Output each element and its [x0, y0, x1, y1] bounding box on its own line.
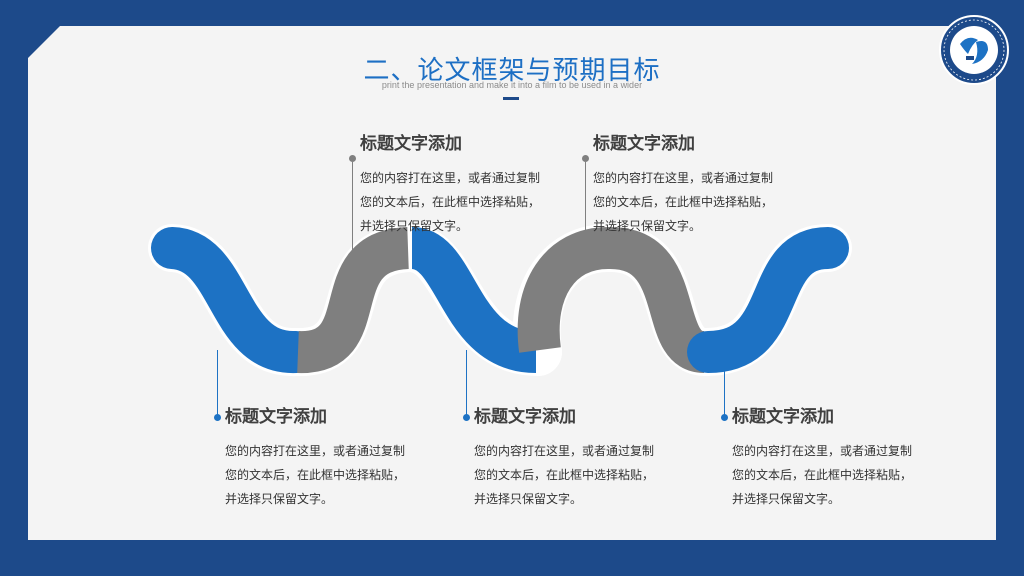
- wave-segment-blue: [409, 227, 538, 373]
- connector-line: [217, 350, 218, 416]
- wave-segment-gray: [297, 227, 411, 373]
- connector-line: [466, 350, 467, 416]
- slide-card: [28, 26, 996, 540]
- university-emblem-icon: [939, 15, 1009, 85]
- item-text: 您的内容打在这里，或者通过复制 您的文本后，在此框中选择粘贴， 并选择只保留文字…: [360, 171, 541, 233]
- connector-dot: [214, 414, 221, 421]
- wave-segment-gray: [517, 227, 707, 373]
- item-bottom-2: 标题文字添加 您的内容打在这里，或者通过复制 您的文本后，在此框中选择粘贴， 并…: [474, 402, 704, 511]
- connector-line: [352, 162, 353, 262]
- slide-subtitle: print the presentation and make it into …: [381, 80, 643, 90]
- item-text: 您的内容打在这里，或者通过复制 您的文本后，在此框中选择粘贴， 并选择只保留文字…: [593, 171, 774, 233]
- wave-segment-blue: [151, 227, 317, 373]
- connector-line: [724, 350, 725, 416]
- connector-dot: [582, 155, 589, 162]
- connector-dot: [349, 155, 356, 162]
- item-heading: 标题文字添加: [474, 407, 576, 427]
- title-underline: [503, 97, 519, 100]
- item-heading: 标题文字添加: [593, 134, 695, 154]
- item-text: 您的内容打在这里，或者通过复制 您的文本后，在此框中选择粘贴， 并选择只保留文字…: [732, 444, 913, 506]
- connector-line: [585, 162, 586, 234]
- item-top-2: 标题文字添加 您的内容打在这里，或者通过复制 您的文本后，在此框中选择粘贴， 并…: [593, 129, 823, 238]
- item-top-1: 标题文字添加 您的内容打在这里，或者通过复制 您的文本后，在此框中选择粘贴， 并…: [360, 129, 590, 238]
- slide-title: 二、论文框架与预期目标: [363, 56, 661, 86]
- item-heading: 标题文字添加: [225, 407, 327, 427]
- wave-segment-blue: [687, 227, 849, 373]
- item-text: 您的内容打在这里，或者通过复制 您的文本后，在此框中选择粘贴， 并选择只保留文字…: [474, 444, 655, 506]
- item-heading: 标题文字添加: [732, 407, 834, 427]
- item-bottom-3: 标题文字添加 您的内容打在这里，或者通过复制 您的文本后，在此框中选择粘贴， 并…: [732, 402, 962, 511]
- item-text: 您的内容打在这里，或者通过复制 您的文本后，在此框中选择粘贴， 并选择只保留文字…: [225, 444, 406, 506]
- item-heading: 标题文字添加: [360, 134, 462, 154]
- item-bottom-1: 标题文字添加 您的内容打在这里，或者通过复制 您的文本后，在此框中选择粘贴， 并…: [225, 402, 455, 511]
- connector-dot: [721, 414, 728, 421]
- connector-dot: [463, 414, 470, 421]
